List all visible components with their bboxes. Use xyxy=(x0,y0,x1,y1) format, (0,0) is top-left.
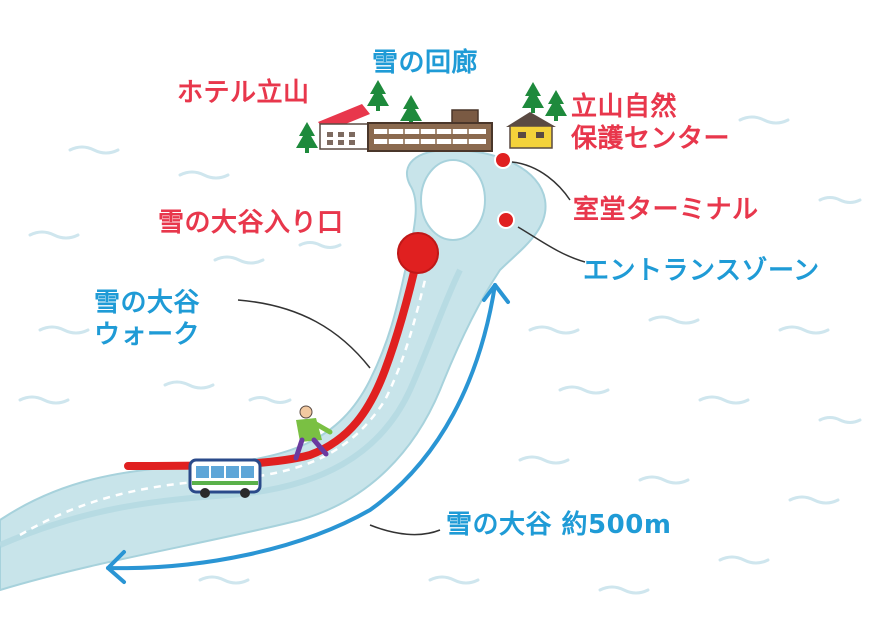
label-nature-center-line1: 立山自然 xyxy=(571,92,678,122)
label-nature-center-line2: 保護センター xyxy=(571,123,731,154)
bus-icon xyxy=(188,458,262,498)
terminal-building-icon xyxy=(367,109,493,152)
label-murodo-terminal: 室堂ターミナル xyxy=(573,195,759,225)
label-hotel-tateyama: ホテル立山 xyxy=(177,78,310,108)
murodo-terminal-marker xyxy=(497,211,515,229)
arrow-icon xyxy=(106,283,510,584)
snow-texture xyxy=(18,115,862,595)
hotel-building-icon xyxy=(318,104,370,150)
label-otani-length: 雪の大谷 約500m xyxy=(446,510,672,540)
label-nature-center: 立山自然 保護センター xyxy=(571,92,730,155)
label-snow-corridor: 雪の回廊 xyxy=(372,48,479,78)
nature-center-house-icon xyxy=(506,112,556,149)
label-otani-walk-line2: ウォーク xyxy=(94,319,201,350)
otani-entrance-marker xyxy=(397,232,439,274)
label-otani-walk: 雪の大谷 ウォーク xyxy=(94,288,200,351)
label-otani-walk-line1: 雪の大谷 xyxy=(94,288,201,318)
leader-lines xyxy=(237,161,586,536)
label-entrance-zone: エントランスゾーン xyxy=(583,256,820,286)
walker-icon xyxy=(293,405,333,461)
tree-icon xyxy=(296,80,567,153)
nature-center-marker xyxy=(494,151,512,169)
loop-island xyxy=(420,159,486,241)
label-otani-entrance: 雪の大谷入り口 xyxy=(158,208,344,238)
